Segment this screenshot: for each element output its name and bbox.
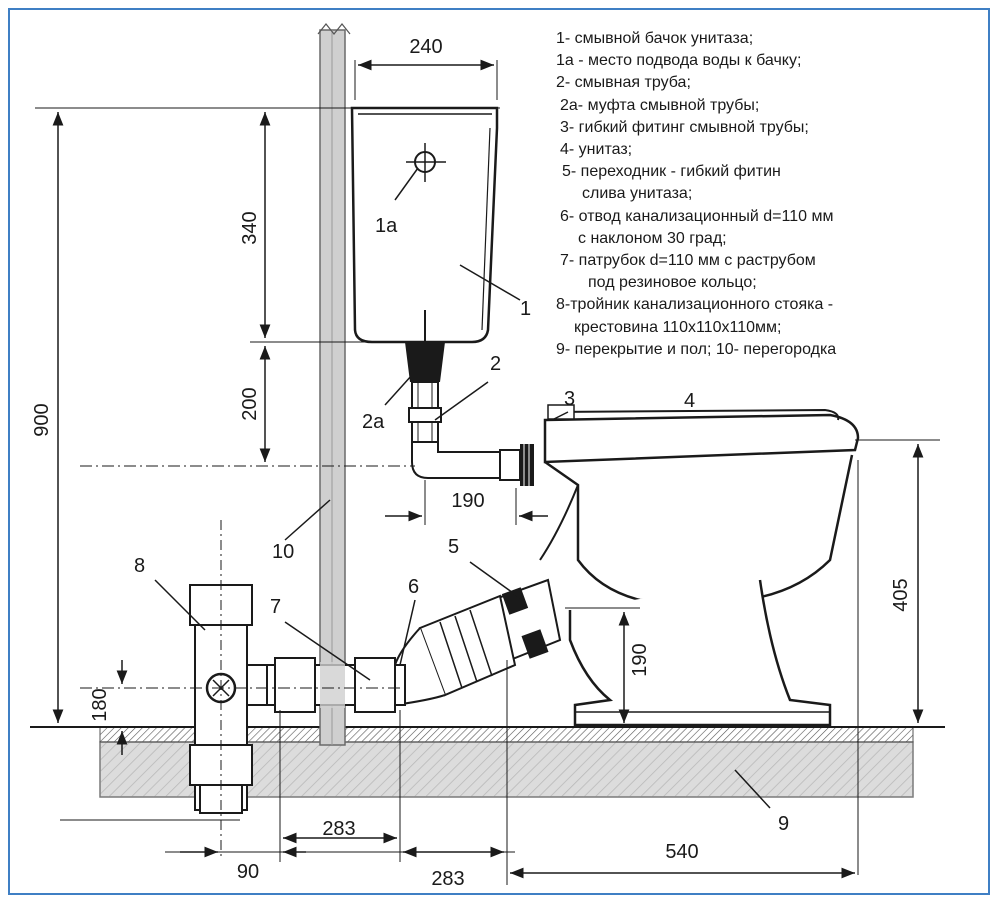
legend-item: крестовина 110х110х110мм;: [574, 318, 782, 336]
legend-item: 4- унитаз;: [560, 141, 633, 159]
legend-item: с наклоном 30 град;: [578, 229, 727, 247]
dim-bottom-right: 540: [665, 841, 698, 863]
dim-outlet-height: 190: [629, 643, 651, 676]
cistern: [350, 106, 499, 344]
partition-wall: [317, 23, 351, 746]
socket-pipe: [254, 657, 406, 713]
callout-3: 3: [564, 388, 575, 410]
legend-item: 1а - место подвода воды к бачку;: [556, 52, 802, 70]
legend-item: 7- патрубок d=110 мм с раструбом: [560, 252, 816, 270]
callout-2: 2: [490, 353, 501, 375]
legend-item: под резиновое кольцо;: [588, 274, 757, 292]
dim-bottom-left-b: 90: [237, 861, 259, 883]
dim-bowl-height: 405: [890, 578, 912, 611]
callout-labels: 1 1a 2 2a 3 4 5 6 7 8 9 10: [134, 215, 789, 835]
legend-item: 9- перекрытие и пол; 10- перегородка: [556, 340, 837, 358]
legend-item: 5- переходник - гибкий фитин: [562, 163, 781, 181]
callout-4: 4: [684, 390, 695, 412]
dim-bottom-left-a: 283: [322, 818, 355, 840]
callout-1: 1: [520, 298, 531, 320]
leader-lines: [154, 167, 771, 809]
callout-2a: 2a: [362, 411, 385, 433]
legend: 1- смывной бачок унитаза; 1а - место под…: [556, 28, 986, 361]
legend-item: 6- отвод канализационный d=110 мм: [560, 207, 834, 225]
legend-item: слива унитаза;: [582, 185, 693, 203]
toilet-bowl: [539, 404, 860, 727]
outlet-adapter: [496, 578, 562, 662]
dim-tank-width: 240: [409, 36, 442, 58]
legend-item: 3- гибкий фитинг смывной трубы;: [560, 118, 809, 136]
callout-6: 6: [408, 576, 419, 598]
dim-bottom-mid: 283: [431, 868, 464, 890]
callout-5: 5: [448, 536, 459, 558]
legend-item: 1- смывной бачок унитаза;: [556, 30, 754, 47]
floor-slab: [30, 726, 945, 798]
legend-item: 2- смывная труба;: [556, 74, 691, 92]
callout-8: 8: [134, 555, 145, 577]
flush-pipe: [405, 342, 534, 486]
sewer-bend: [394, 594, 517, 707]
dim-tee-height: 180: [89, 688, 111, 721]
callout-1a: 1a: [375, 215, 398, 237]
riser-cross: [189, 520, 268, 860]
dim-flange-offset: 190: [451, 490, 484, 512]
callout-10: 10: [272, 541, 294, 563]
dimension-arrows: [52, 59, 924, 879]
dim-pipe-height: 200: [239, 387, 261, 420]
legend-item: 8-тройник канализационного стояка -: [556, 296, 834, 314]
callout-7: 7: [270, 596, 281, 618]
legend-item: 2а- муфта смывной трубы;: [560, 96, 760, 114]
dim-total-height: 900: [31, 403, 53, 436]
callout-9: 9: [778, 813, 789, 835]
dim-tank-height: 340: [239, 211, 261, 244]
dimension-labels: 240 340 200 900 190 405 190 180 283 90 2…: [31, 36, 912, 890]
